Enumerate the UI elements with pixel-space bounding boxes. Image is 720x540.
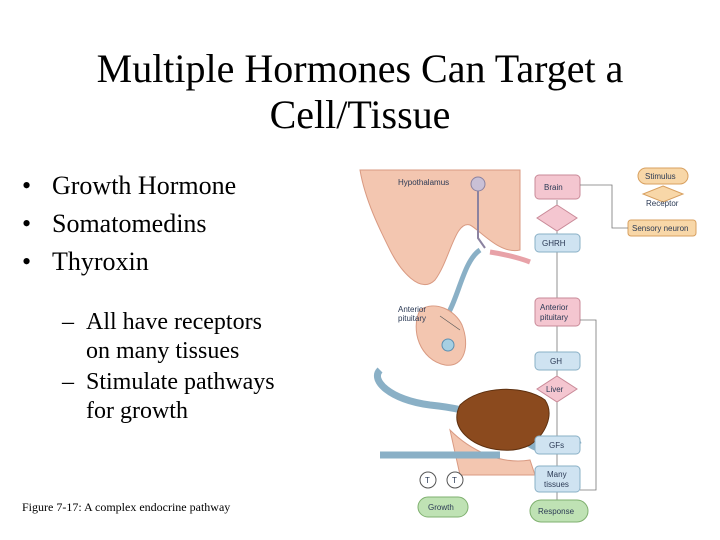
anterior-pituitary-label-2: pituitary	[398, 314, 426, 323]
gh-box	[534, 351, 581, 371]
liver-diamond	[536, 375, 578, 403]
figure-caption: Figure 7-17: A complex endocrine pathway	[22, 500, 231, 514]
bullet-text: Thyroxin	[52, 247, 149, 276]
hypothalamus-label: Hypothalamus	[398, 178, 449, 187]
target-cell	[446, 471, 464, 489]
legend-receptor	[641, 185, 685, 203]
flow-diamond	[536, 204, 578, 232]
bullet-marker: •	[22, 247, 32, 276]
slide-title: Multiple Hormones Can Target a Cell/Tiss…	[0, 46, 720, 138]
anterior-pituitary-box-label-2: pituitary	[540, 313, 568, 322]
response-box-label: Response	[538, 507, 575, 516]
bullet-item: • Thyroxin	[22, 246, 352, 278]
brain-box	[534, 174, 581, 200]
ghrh-box	[534, 233, 581, 253]
legend-stimulus-label: Stimulus	[645, 172, 676, 181]
bullet-item: • Somatomedins	[22, 208, 352, 240]
sub-bullet-item: – All have receptors on many tissues	[62, 308, 322, 366]
gh-box-label: GH	[550, 357, 562, 366]
legend-sensory-neuron-label: Sensory neuron	[632, 224, 688, 233]
legend-receptor-label: Receptor	[646, 199, 679, 208]
sub-bullet-text: on many tissues	[86, 338, 240, 364]
legend-connector	[580, 184, 628, 229]
sub-bullet-item: – Stimulate pathways for growth	[62, 368, 322, 426]
brain-box-label: Brain	[544, 183, 563, 192]
neuron-cell-body	[470, 176, 486, 192]
growth-box	[417, 496, 469, 518]
bullet-list: • Growth Hormone • Somatomedins • Thyrox…	[22, 170, 352, 284]
sub-bullet-text: for growth	[86, 398, 188, 424]
slide-title-line-1: Multiple Hormones Can Target a	[96, 46, 624, 91]
hypothalamus-tissue	[359, 169, 521, 286]
anterior-pituitary-pointer	[439, 315, 461, 331]
target-cell-label: T	[452, 476, 457, 485]
endocrine-pathway-figure: Hypothalamus Anterior pituitary T T Brai…	[359, 167, 697, 523]
bullet-text: Growth Hormone	[52, 171, 237, 200]
many-tissues-label-2: tissues	[544, 480, 569, 489]
response-box	[529, 499, 589, 523]
anterior-pituitary-label-1: Anterior	[398, 305, 426, 314]
sub-bullet-list: – All have receptors on many tissues – S…	[62, 308, 322, 428]
bullet-marker: •	[22, 171, 32, 200]
liver-box-label: Liver	[546, 385, 564, 394]
target-cell-label: T	[425, 476, 430, 485]
bullet-text: Somatomedins	[52, 209, 207, 238]
anterior-pituitary-box	[534, 297, 581, 327]
slide-title-line-2: Cell/Tissue	[269, 92, 451, 137]
target-cell	[419, 471, 437, 489]
sub-bullet-marker: –	[62, 309, 74, 335]
sub-bullet-text: All have receptors	[86, 309, 262, 335]
anterior-pituitary-tissue	[415, 305, 467, 366]
artery	[489, 249, 531, 265]
gfs-box	[534, 435, 581, 455]
ghrh-box-label: GHRH	[542, 239, 566, 248]
gfs-box-label: GFs	[549, 441, 564, 450]
pituitary-cell	[441, 338, 455, 352]
feedback-line	[580, 319, 597, 491]
legend-stimulus	[637, 167, 689, 185]
many-tissues-label-1: Many	[547, 470, 567, 479]
sub-bullet-marker: –	[62, 369, 74, 395]
bullet-item: • Growth Hormone	[22, 170, 352, 202]
anterior-pituitary-box-label-1: Anterior	[540, 303, 568, 312]
many-tissues-box	[534, 465, 581, 493]
liver-tissue	[456, 388, 550, 451]
bullet-marker: •	[22, 209, 32, 238]
sub-bullet-text: Stimulate pathways	[86, 369, 275, 395]
neuron-axon	[477, 191, 486, 249]
growth-box-label: Growth	[428, 503, 454, 512]
